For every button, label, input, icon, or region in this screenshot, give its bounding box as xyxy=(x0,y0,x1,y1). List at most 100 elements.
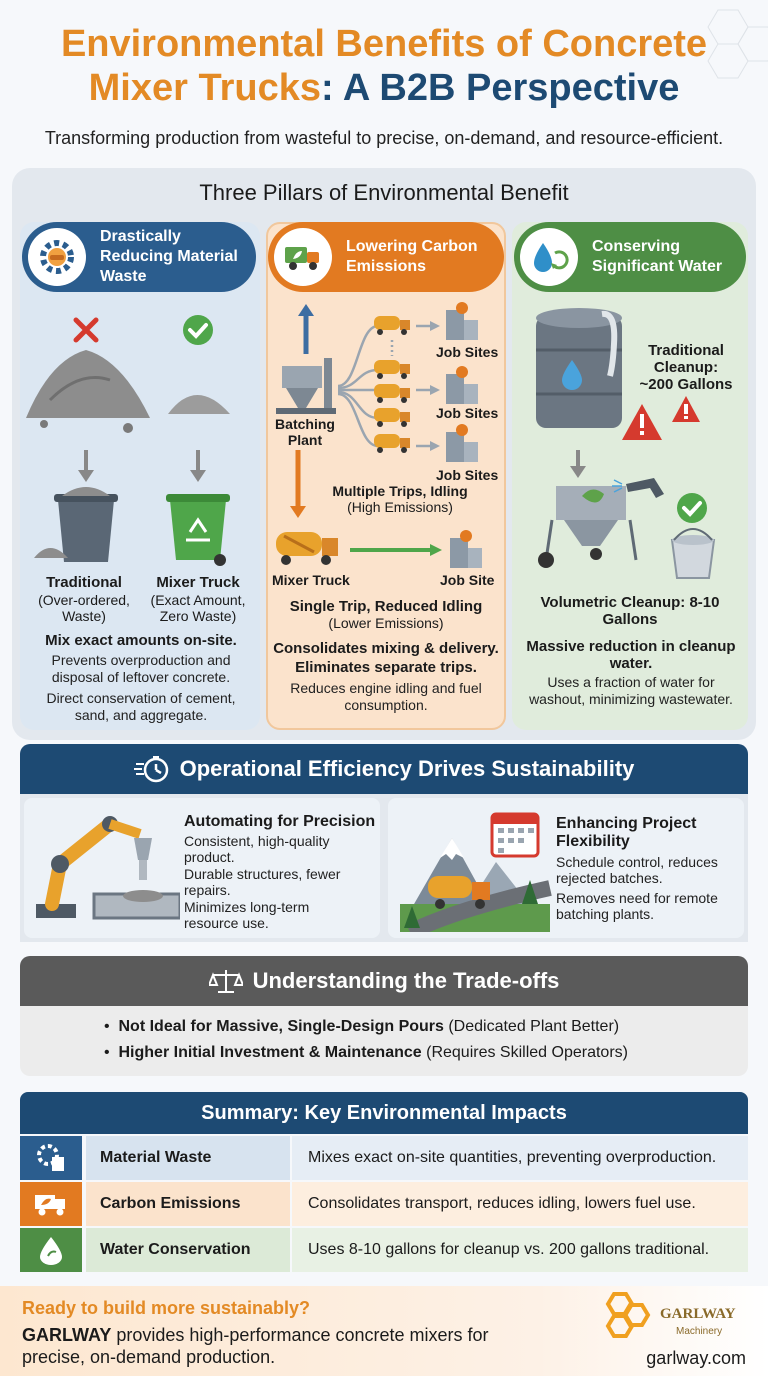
garlway-logo: GARLWAY Machinery xyxy=(605,1292,736,1338)
tradeoffs-panel xyxy=(20,1006,748,1076)
green-arrow-icon xyxy=(350,544,442,556)
down-arrow-icon xyxy=(78,450,206,482)
tradeoff-item-bold: Not Ideal for Massive, Single-Design Pou… xyxy=(118,1018,444,1035)
water-volumetric-label: Volumetric Cleanup: 8-10 Gallons xyxy=(540,594,720,628)
job-site-label: Job Site xyxy=(440,572,495,588)
hexagon-pattern-decor xyxy=(707,9,768,79)
concrete-large-pile-icon xyxy=(26,350,150,433)
waste-traditional-title: Traditional xyxy=(46,574,122,591)
warning-icon xyxy=(622,404,662,440)
waste-traditional-sub: (Over-ordered, Waste) xyxy=(38,592,130,624)
summary-desc: Consolidates transport, reduces idling, … xyxy=(292,1182,748,1226)
eco-truck-icon xyxy=(274,228,332,286)
cta-text: GARLWAY provides high-performance concre… xyxy=(22,1324,522,1368)
tradeoffs-banner: Understanding the Trade-offs xyxy=(20,956,748,1006)
carbon-pill: Lowering Carbon Emissions xyxy=(268,222,504,292)
tradeoff-item-rest: (Dedicated Plant Better) xyxy=(443,1018,620,1035)
overflowing-trash-can-icon xyxy=(34,487,118,562)
waste-headline: Mix exact amounts on-site. xyxy=(45,632,237,649)
small-bucket-icon xyxy=(670,528,716,579)
carbon-headline-2: Eliminates separate trips. xyxy=(295,659,477,676)
water-pill-label: Conserving Significant Water xyxy=(592,238,723,275)
recycle-bin-icon xyxy=(166,494,230,566)
tradeoff-item: • Higher Initial Investment & Maintenanc… xyxy=(104,1044,628,1061)
mixer-truck-road-icon xyxy=(428,876,490,909)
mini-mixer-trucks xyxy=(374,316,410,453)
single-trip-sub: (Lower Emissions) xyxy=(328,615,444,631)
truck-leaf-icon xyxy=(20,1182,82,1226)
stopwatch-icon xyxy=(133,756,168,783)
carbon-illustration xyxy=(276,302,482,568)
job-sites-label-1: Job Sites xyxy=(436,344,499,360)
cta-text-rest: provides high-performance concrete mixer… xyxy=(22,1325,489,1367)
check-green-icon xyxy=(677,493,707,523)
waste-column xyxy=(20,222,260,730)
water-pill: Conserving Significant Water xyxy=(514,222,746,292)
batching-plant-icon xyxy=(276,358,336,414)
job-site-buildings-icons xyxy=(446,302,482,568)
batching-plant-label: Batching Plant xyxy=(275,416,335,448)
footer xyxy=(0,1286,768,1376)
flexibility-line-2: Removes need for remote batching plants. xyxy=(556,890,718,922)
robotic-arm-icon xyxy=(36,816,180,920)
concrete-small-pile-icon xyxy=(168,395,230,414)
summary-name: Carbon Emissions xyxy=(86,1182,290,1226)
summary-row-carbon: Carbon Emissions Consolidates transport,… xyxy=(20,1182,748,1226)
operational-heading: Operational Efficiency Drives Sustainabi… xyxy=(179,756,635,781)
spray-nozzle-icon xyxy=(612,478,664,498)
calendar-icon xyxy=(490,812,540,858)
mixer-truck-icon xyxy=(276,532,338,565)
summary-row-water: Water Conservation Uses 8-10 gallons for… xyxy=(20,1228,748,1272)
summary-row-waste: Material Waste Mixes exact on-site quant… xyxy=(20,1136,748,1180)
small-arrows xyxy=(416,321,440,451)
tradeoffs-heading: Understanding the Trade-offs xyxy=(252,968,560,993)
waste-mixer-sub: (Exact Amount, Zero Waste) xyxy=(150,592,246,624)
up-arrow-icon xyxy=(298,304,314,354)
single-trip-label: Single Trip, Reduced Idling xyxy=(289,598,483,615)
trip-lines xyxy=(337,324,394,448)
automating-line-3: Minimizes long-term resource use. xyxy=(184,899,310,931)
summary-banner: Summary: Key Environmental Impacts xyxy=(20,1092,748,1134)
waste-pill-label: Drastically Reducing Material Waste xyxy=(100,228,238,285)
water-recycle-icon xyxy=(520,228,578,286)
water-column xyxy=(512,222,748,730)
gear-trash-icon xyxy=(20,1136,82,1180)
waste-line-1: Prevents overproduction and disposal of … xyxy=(51,652,231,685)
waste-pill: Drastically Reducing Material Waste xyxy=(22,222,256,292)
website-link[interactable]: garlway.com xyxy=(646,1348,746,1368)
balance-scale-icon xyxy=(208,970,243,993)
job-sites-label-2: Job Sites xyxy=(436,405,499,421)
flexibility-title: Enhancing Project Flexibility xyxy=(556,815,697,850)
check-mark-icon xyxy=(183,315,213,345)
gear-recycle-icon xyxy=(28,228,86,286)
page-subtitle: Transforming production from wasteful to… xyxy=(44,128,724,148)
automating-title: Automating for Precision xyxy=(184,813,376,830)
mixer-truck-label: Mixer Truck xyxy=(272,572,350,588)
pillars-heading: Three Pillars of Environmental Benefit xyxy=(199,180,569,205)
down-arrow-gray-icon xyxy=(570,450,586,478)
automating-card xyxy=(24,798,380,938)
job-sites-label-3: Job Sites xyxy=(436,467,499,483)
carbon-line-1: Reduces engine idling and fuel consumpti… xyxy=(290,680,482,713)
warning-small-icon xyxy=(672,396,700,422)
automating-line-2: Durable structures, fewer repairs. xyxy=(184,866,341,898)
water-traditional-label: Traditional Cleanup: ~200 Gallons xyxy=(639,342,733,393)
carbon-pill-label: Lowering Carbon Emissions xyxy=(346,238,478,275)
tradeoff-item-rest: (Requires Skilled Operators) xyxy=(421,1044,628,1061)
page-title: Environmental Benefits of Concrete Mixer… xyxy=(0,22,768,110)
down-arrow-orange-icon xyxy=(290,450,306,518)
cta-brand: GARLWAY xyxy=(22,1325,112,1345)
waste-mixer-title: Mixer Truck xyxy=(156,574,240,591)
title-separator: : xyxy=(321,67,343,109)
summary-desc: Mixes exact on-site quantities, preventi… xyxy=(292,1136,748,1180)
water-headline: Massive reduction in cleanup water. xyxy=(526,638,736,672)
title-line-2-orange: Mixer Trucks xyxy=(88,67,321,109)
water-line-1: Uses a fraction of water for washout, mi… xyxy=(529,674,733,707)
operational-banner: Operational Efficiency Drives Sustainabi… xyxy=(20,744,748,794)
tradeoff-item: • Not Ideal for Massive, Single-Design P… xyxy=(104,1018,620,1035)
waste-line-2: Direct conservation of cement, sand, and… xyxy=(46,690,236,723)
title-line-2-navy: A B2B Perspective xyxy=(342,67,680,109)
title-line-1: Environmental Benefits of Concrete xyxy=(60,23,708,65)
tradeoff-item-bold: Higher Initial Investment & Maintenance xyxy=(118,1044,422,1061)
automating-line-1: Consistent, high-quality product. xyxy=(184,833,330,865)
